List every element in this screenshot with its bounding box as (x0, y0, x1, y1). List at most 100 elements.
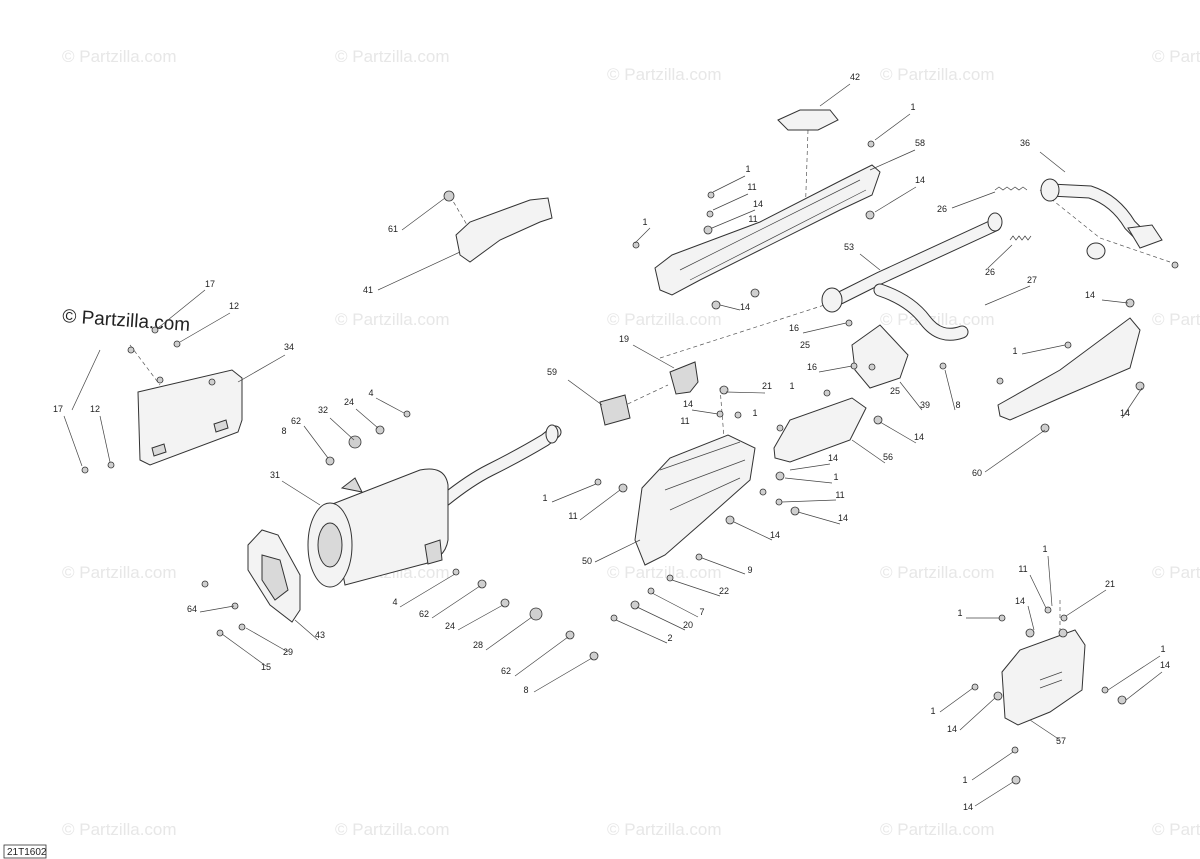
watermark: © Partzilla.com (335, 47, 450, 66)
part-callout-14[interactable]: 14 (740, 302, 750, 312)
part-callout-11[interactable]: 11 (835, 490, 844, 500)
part-callout-14[interactable]: 14 (1160, 660, 1170, 670)
part-callout-11[interactable]: 11 (748, 214, 757, 224)
part-callout-26[interactable]: 26 (937, 204, 947, 214)
part-callout-1[interactable]: 1 (1012, 346, 1017, 356)
part-callout-62[interactable]: 62 (501, 666, 511, 676)
part-callout-14[interactable]: 14 (1120, 408, 1130, 418)
part-callout-59[interactable]: 59 (547, 367, 557, 377)
part-callout-7[interactable]: 7 (699, 607, 704, 617)
part-50-heat-shield[interactable] (634, 434, 756, 566)
part-callout-27[interactable]: 27 (1027, 275, 1037, 285)
part-callout-11[interactable]: 11 (747, 182, 756, 192)
part-callout-8[interactable]: 8 (281, 426, 286, 436)
part-callout-1[interactable]: 1 (910, 102, 915, 112)
part-callout-31[interactable]: 31 (270, 470, 280, 480)
part-callout-64[interactable]: 64 (187, 604, 197, 614)
part-callout-62[interactable]: 62 (291, 416, 301, 426)
part-callout-17[interactable]: 17 (205, 279, 215, 289)
part-callout-1[interactable]: 1 (1042, 544, 1047, 554)
part-callout-16[interactable]: 16 (789, 323, 799, 333)
part-callout-14[interactable]: 14 (947, 724, 957, 734)
part-callout-17[interactable]: 17 (53, 404, 63, 414)
part-callout-36[interactable]: 36 (1020, 138, 1030, 148)
part-callout-14[interactable]: 14 (1015, 596, 1025, 606)
part-callout-1[interactable]: 1 (833, 472, 838, 482)
part-callout-62[interactable]: 62 (419, 609, 429, 619)
part-60-heat-shield[interactable] (997, 317, 1141, 421)
part-callout-14[interactable]: 14 (683, 399, 693, 409)
part-19-clamp[interactable] (669, 361, 699, 395)
part-callout-9[interactable]: 9 (747, 565, 752, 575)
part-callout-12[interactable]: 12 (90, 404, 100, 414)
part-callout-28[interactable]: 28 (473, 640, 483, 650)
part-callout-1[interactable]: 1 (962, 775, 967, 785)
part-callout-39[interactable]: 39 (920, 400, 930, 410)
part-34-heat-shield[interactable] (137, 369, 243, 466)
part-callout-22[interactable]: 22 (719, 586, 729, 596)
part-callout-60[interactable]: 60 (972, 468, 982, 478)
part-callout-32[interactable]: 32 (318, 405, 328, 415)
part-26-spring[interactable] (994, 186, 1028, 191)
part-callout-26[interactable]: 26 (985, 267, 995, 277)
part-callout-11[interactable]: 11 (568, 511, 577, 521)
part-callout-1[interactable]: 1 (789, 381, 794, 391)
part-callout-14[interactable]: 14 (1085, 290, 1095, 300)
part-callout-11[interactable]: 11 (1018, 564, 1027, 574)
part-58-heat-shield[interactable] (654, 164, 881, 296)
part-callout-8[interactable]: 8 (955, 400, 960, 410)
part-callout-25[interactable]: 25 (890, 386, 900, 396)
part-callout-21[interactable]: 21 (1105, 579, 1115, 589)
part-callout-1[interactable]: 1 (1160, 644, 1165, 654)
diagram-code: 21T1602 (3, 844, 47, 859)
part-callout-50[interactable]: 50 (582, 556, 592, 566)
part-callout-1[interactable]: 1 (930, 706, 935, 716)
part-callout-1[interactable]: 1 (642, 217, 647, 227)
part-callout-1[interactable]: 1 (745, 164, 750, 174)
part-callout-61[interactable]: 61 (388, 224, 398, 234)
part-callout-14[interactable]: 14 (914, 432, 924, 442)
part-callout-15[interactable]: 15 (261, 662, 271, 672)
part-callout-2[interactable]: 2 (667, 633, 672, 643)
part-callout-24[interactable]: 24 (445, 621, 455, 631)
part-callout-14[interactable]: 14 (753, 199, 763, 209)
part-callout-1[interactable]: 1 (752, 408, 757, 418)
part-59-sleeve[interactable] (599, 394, 631, 426)
watermark: © Partzilla.com (1152, 310, 1200, 329)
part-callout-14[interactable]: 14 (828, 453, 838, 463)
part-callout-57[interactable]: 57 (1056, 736, 1066, 746)
part-callout-24[interactable]: 24 (344, 397, 354, 407)
part-callout-12[interactable]: 12 (229, 301, 239, 311)
part-callout-4[interactable]: 4 (392, 597, 397, 607)
part-callout-42[interactable]: 42 (850, 72, 860, 82)
part-callout-29[interactable]: 29 (283, 647, 293, 657)
part-27-gasket[interactable] (1086, 242, 1106, 260)
part-callout-34[interactable]: 34 (284, 342, 294, 352)
part-41-bracket[interactable] (455, 197, 553, 263)
part-56-heat-shield[interactable] (773, 397, 867, 463)
part-callout-56[interactable]: 56 (883, 452, 893, 462)
part-callout-16[interactable]: 16 (807, 362, 817, 372)
part-39-heat-shield[interactable] (851, 324, 909, 389)
part-callout-43[interactable]: 43 (315, 630, 325, 640)
part-callout-41[interactable]: 41 (363, 285, 373, 295)
part-57-heat-shield[interactable] (1001, 629, 1086, 726)
part-callout-14[interactable]: 14 (963, 802, 973, 812)
part-callout-53[interactable]: 53 (844, 242, 854, 252)
part-callout-21[interactable]: 21 (762, 381, 772, 391)
part-26-spring[interactable] (1009, 235, 1032, 241)
part-callout-1[interactable]: 1 (957, 608, 962, 618)
part-callout-19[interactable]: 19 (619, 334, 629, 344)
part-callout-4[interactable]: 4 (368, 388, 373, 398)
part-callout-58[interactable]: 58 (915, 138, 925, 148)
part-callout-1[interactable]: 1 (542, 493, 547, 503)
part-callout-11[interactable]: 11 (680, 416, 689, 426)
part-callout-14[interactable]: 14 (838, 513, 848, 523)
part-callout-14[interactable]: 14 (770, 530, 780, 540)
part-callout-20[interactable]: 20 (683, 620, 693, 630)
part-callout-8[interactable]: 8 (523, 685, 528, 695)
part-31-muffler[interactable] (329, 468, 449, 586)
part-42-plate[interactable] (777, 109, 839, 131)
part-callout-14[interactable]: 14 (915, 175, 925, 185)
part-callout-25[interactable]: 25 (800, 340, 810, 350)
